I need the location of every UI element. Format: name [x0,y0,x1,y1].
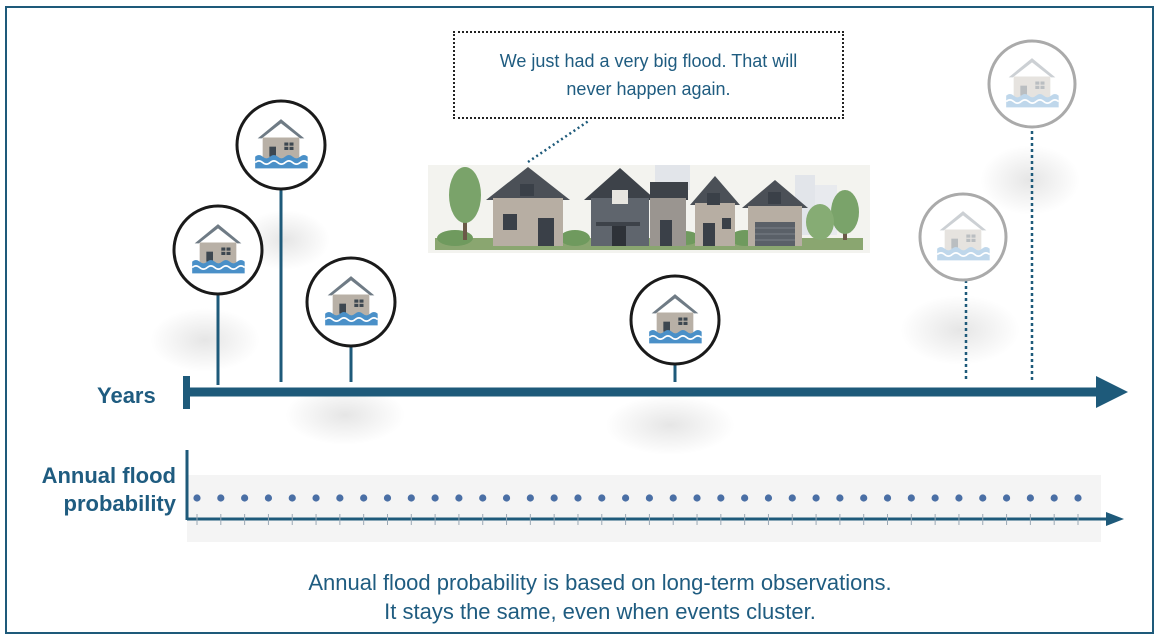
probability-dot [193,494,201,502]
probability-dot [431,494,439,502]
probability-dot [217,494,225,502]
probability-dot [764,494,773,502]
speech-bubble-text: We just had a very big flood. That will … [499,51,798,99]
probability-band [187,475,1101,542]
probability-dot [479,494,487,502]
speech-bubble-pointer [527,118,591,164]
annual-flood-probability-label: Annual flood probability [20,462,176,518]
probability-dot [574,494,582,502]
probability-dot [979,494,987,502]
probability-dot [312,494,320,502]
flood-event-5 [918,192,1008,382]
probability-dot [860,494,868,502]
neighborhood-houses-illustration [428,165,870,253]
shadow-layer [150,145,1080,455]
probability-dot [669,494,677,502]
probability-dot [1074,494,1082,502]
probability-axis-arrowhead [1106,512,1124,526]
probability-dots [193,494,1082,525]
probability-dot [1002,494,1011,502]
probability-dot [907,494,915,502]
caption: Annual flood probability is based on lon… [260,568,940,626]
probability-dot [717,494,725,502]
flood-event-3 [305,256,397,382]
probability-dot [360,494,368,502]
probability-dot [931,494,939,502]
years-axis-label: Years [97,383,156,408]
outer-frame [5,6,1154,634]
probability-dot [621,494,630,502]
probability-dot [645,494,654,502]
annual-flood-probability-label-line2: probability [63,491,176,516]
probability-dot [693,494,701,502]
caption-line2: It stays the same, even when events clus… [384,599,816,624]
probability-dot [336,494,344,502]
probability-dot [455,494,463,502]
probability-dot [264,494,273,502]
probability-dot [407,494,415,502]
years-axis-arrowhead [1096,376,1128,408]
probability-dot [502,494,511,502]
caption-line1: Annual flood probability is based on lon… [308,570,892,595]
flood-event-6 [987,39,1077,382]
probability-dot [550,494,558,502]
probability-dot [383,494,392,502]
probability-dot [241,494,249,502]
probability-dot [836,494,844,502]
years-axis-start-bar [183,376,190,409]
annual-flood-probability-label-line1: Annual flood [41,463,176,488]
probability-dot [812,494,820,502]
probability-dot [883,494,892,502]
probability-dot [526,494,534,502]
probability-dot [955,494,963,502]
probability-dot [598,494,606,502]
speech-bubble: We just had a very big flood. That will … [453,31,844,119]
probability-dot [741,494,749,502]
flood-event-1 [172,204,264,385]
probability-dot [1026,494,1034,502]
probability-dot [288,494,296,502]
probability-dot [788,494,796,502]
flood-event-4 [629,274,721,382]
flood-event-2 [235,99,327,382]
probability-dot [1050,494,1058,502]
